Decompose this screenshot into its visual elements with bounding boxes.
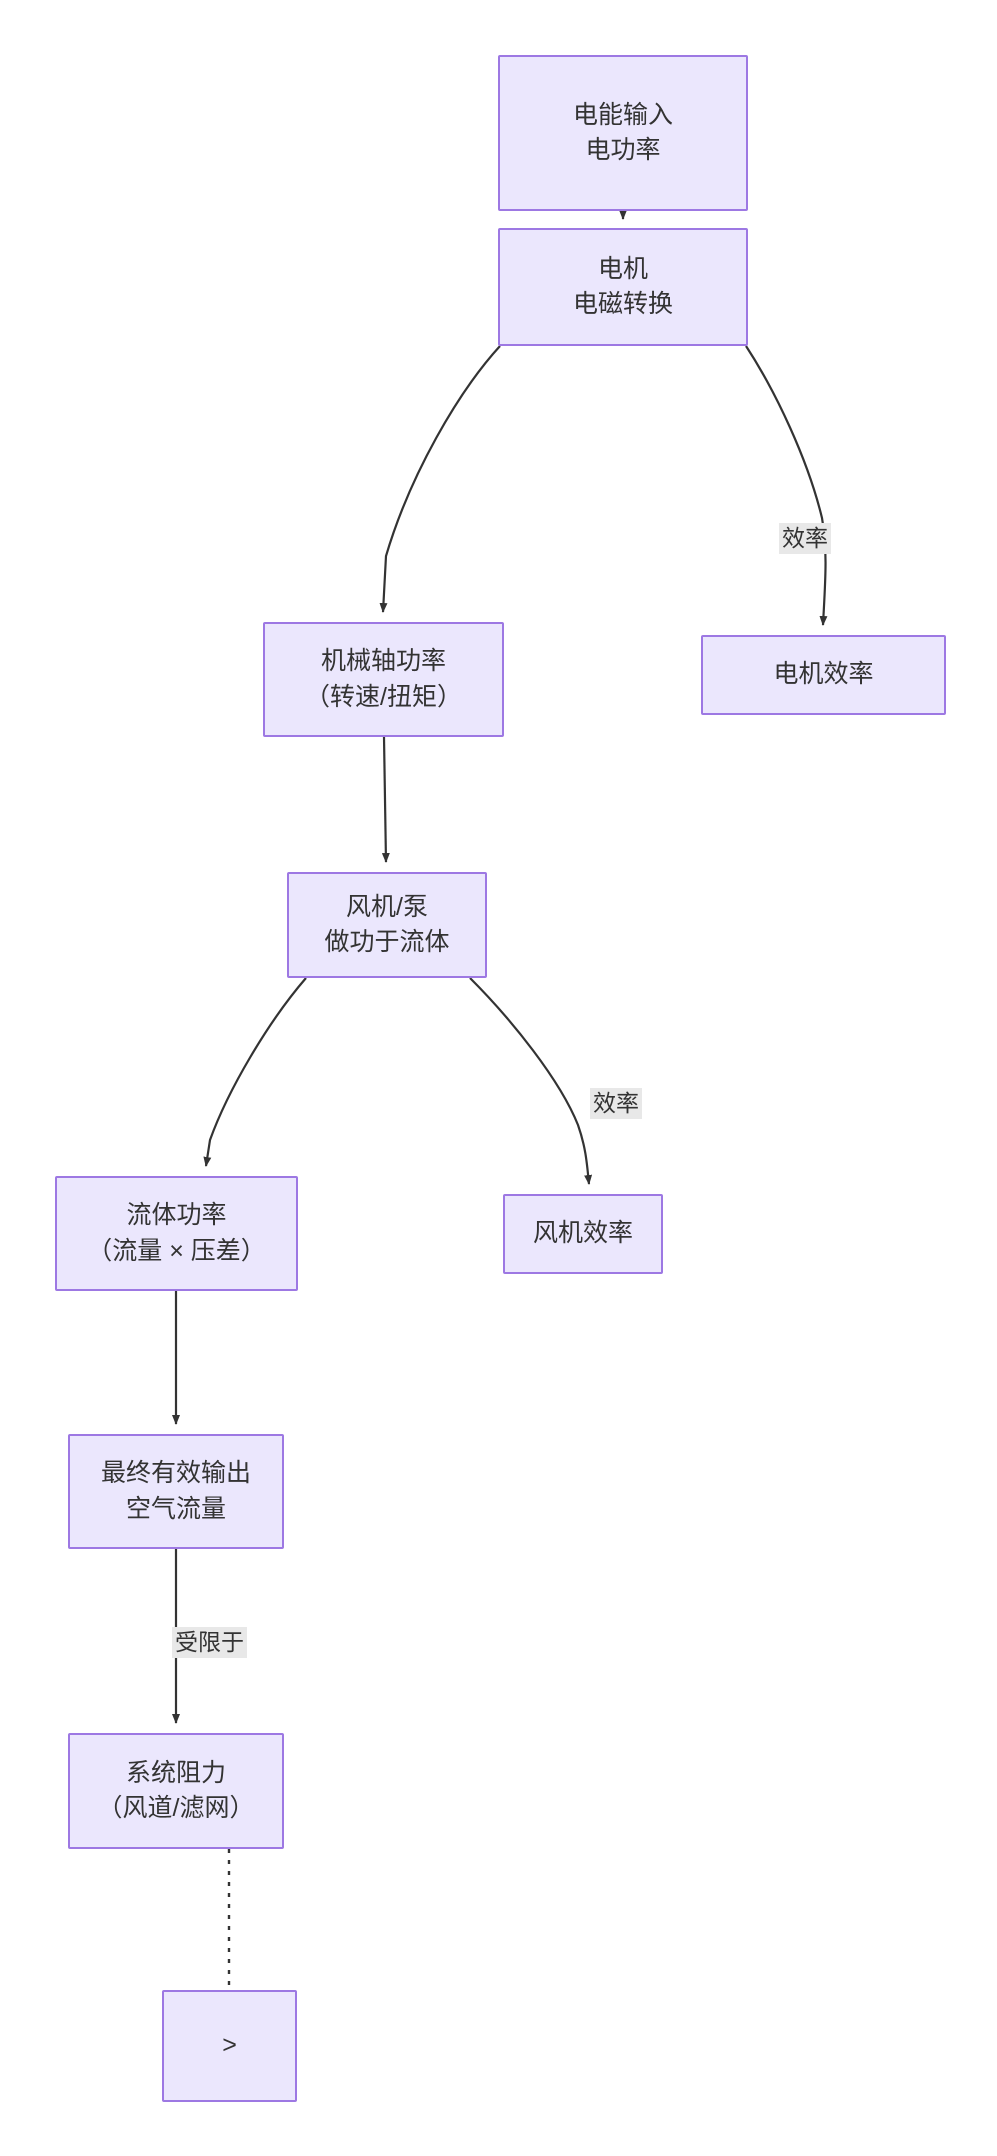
node-fluid-power-line-1: 流体功率	[126, 1201, 227, 1229]
node-electric-input-line-1: 电能输入	[572, 100, 673, 129]
edge-label-motor-efficiency: 效率	[779, 523, 831, 554]
node-fluid-power-line-2: （流量 × 压差）	[87, 1236, 266, 1265]
edge-fanpump-to-fluid	[203, 977, 307, 1167]
node-fan-pump-line-2: 做功于流体	[324, 928, 450, 956]
node-motor-line-2: 电磁转换	[572, 290, 673, 318]
node-system-resistance-line-2: （风道/滤网）	[97, 1794, 255, 1822]
node-fan-pump-line-1: 风机/泵	[346, 892, 428, 921]
node-comparison-label: >	[222, 2031, 237, 2060]
edge-fanpump-to-faneff	[469, 977, 593, 1185]
node-fan-pump[interactable]: 风机/泵 做功于流体	[287, 872, 487, 978]
node-mechanical-shaft-power[interactable]: 机械轴功率 （转速/扭矩）	[263, 622, 504, 737]
node-motor-line-1: 电机	[597, 254, 648, 283]
node-electric-input[interactable]: 电能输入 电功率	[498, 55, 748, 211]
node-final-output[interactable]: 最终有效输出 空气流量	[68, 1434, 284, 1549]
node-fan-efficiency[interactable]: 风机效率	[503, 1194, 663, 1274]
edge-label-limited-by: 受限于	[172, 1627, 247, 1658]
edge-motor-to-motoreff	[745, 345, 828, 626]
node-comparison[interactable]: >	[162, 1990, 297, 2102]
node-motor-efficiency[interactable]: 电机效率	[701, 635, 946, 715]
node-electric-input-line-2: 电功率	[585, 136, 661, 164]
node-system-resistance-line-1: 系统阻力	[125, 1758, 226, 1787]
edge-motor-to-shaft	[379, 345, 501, 613]
node-motor[interactable]: 电机 电磁转换	[498, 228, 748, 346]
node-mechanical-shaft-power-line-1: 机械轴功率	[320, 647, 446, 675]
node-final-output-line-2: 空气流量	[125, 1494, 226, 1523]
node-final-output-line-1: 最终有效输出	[100, 1459, 251, 1487]
edge-shaft-to-fanpump	[381, 736, 390, 863]
node-fan-efficiency-label: 风机效率	[532, 1219, 633, 1248]
edge-label-fan-efficiency: 效率	[590, 1088, 642, 1119]
node-motor-efficiency-label: 电机效率	[773, 660, 874, 689]
node-system-resistance[interactable]: 系统阻力 （风道/滤网）	[68, 1733, 284, 1849]
node-mechanical-shaft-power-line-2: （转速/扭矩）	[305, 682, 462, 711]
node-fluid-power[interactable]: 流体功率 （流量 × 压差）	[55, 1176, 298, 1291]
